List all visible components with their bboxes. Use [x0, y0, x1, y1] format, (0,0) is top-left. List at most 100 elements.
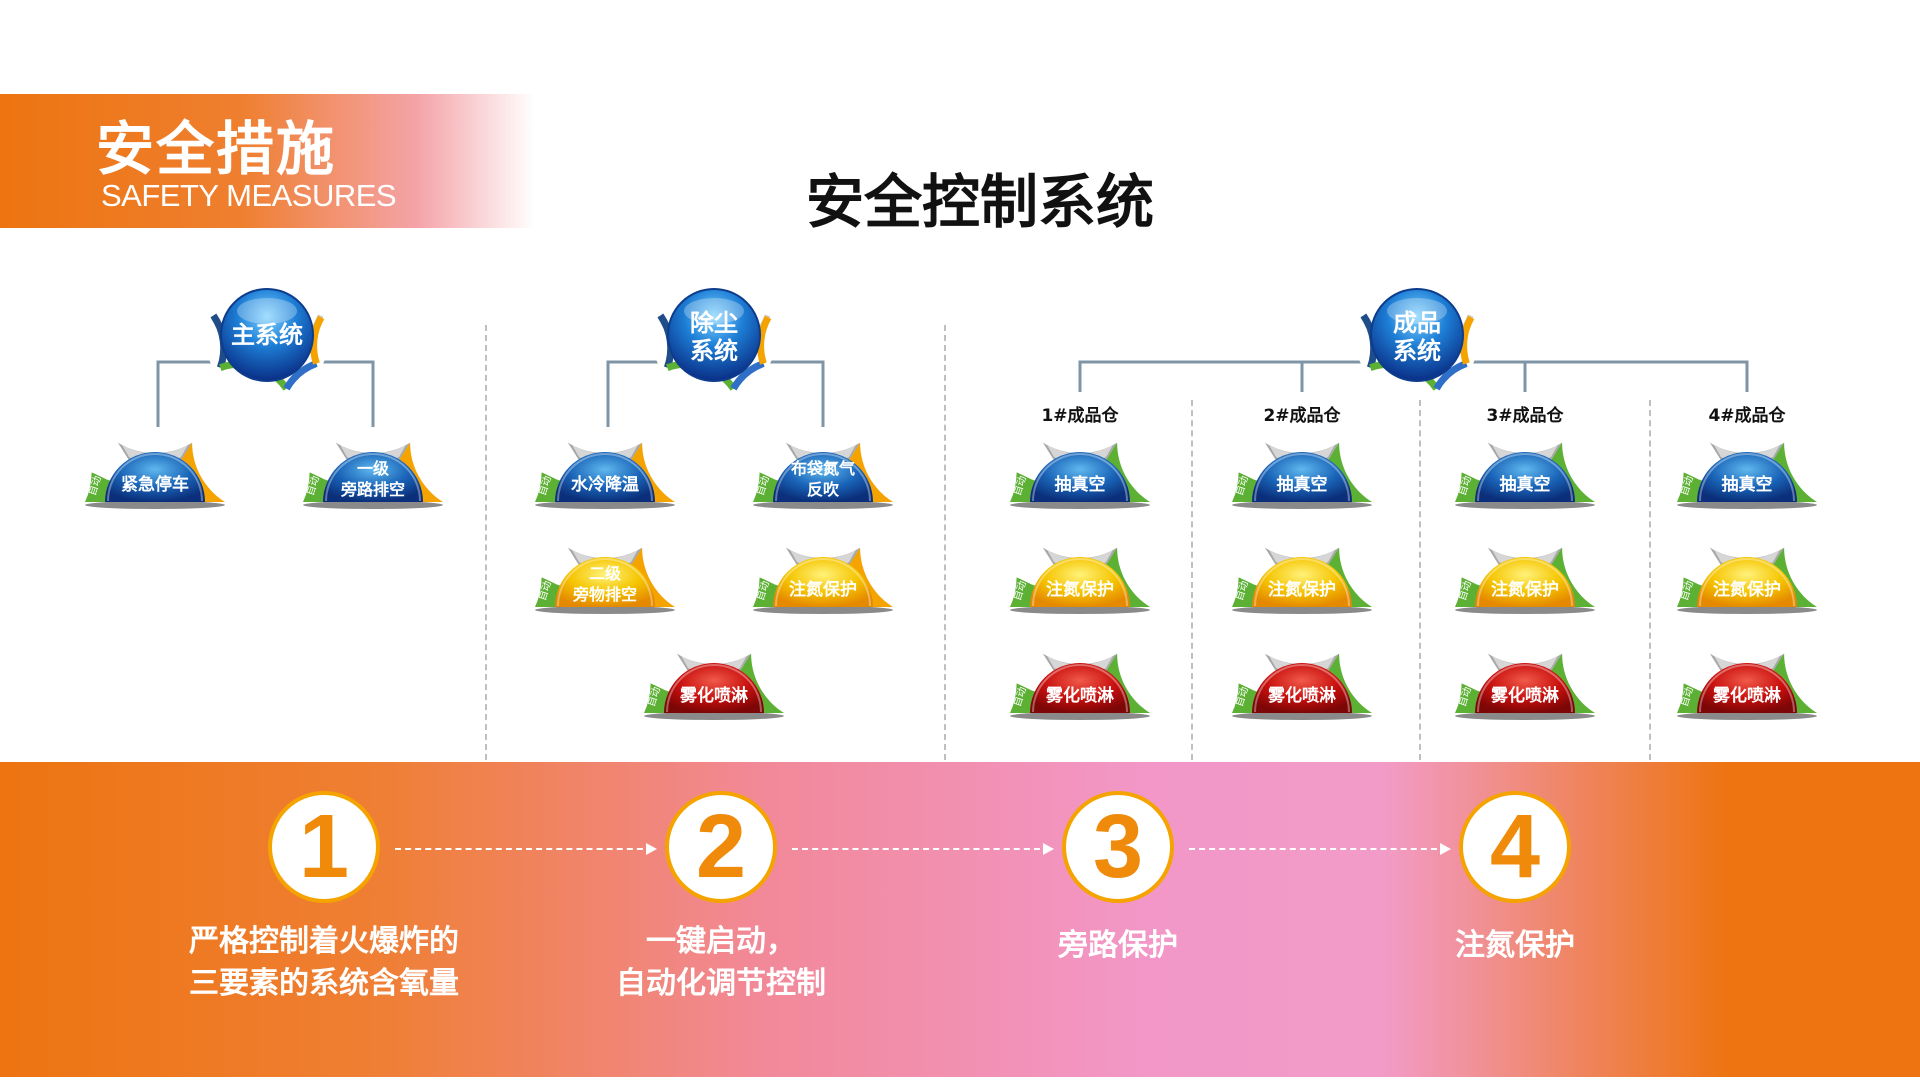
page-title: 安全控制系统: [805, 168, 1154, 236]
gauge-face: [1475, 452, 1575, 502]
gauge-stop-label: 停止: [1070, 435, 1090, 448]
gauge-face-highlight: [1254, 664, 1350, 713]
step-2-circle: 2: [665, 791, 777, 903]
gauge-face: [1252, 452, 1352, 502]
gauge-stop-label: 停止: [1737, 540, 1757, 553]
gauge-base-shadow: [1677, 712, 1817, 720]
gauge-face-highlight: [107, 453, 203, 502]
gauge-node: 停止自动正常抽真空: [1010, 435, 1150, 509]
gauge-left-segment: [303, 472, 330, 502]
step-3-text: 旁路保护: [928, 925, 1308, 967]
gauge-face: [555, 557, 655, 607]
column-separator: [944, 325, 946, 760]
gauge-face: [1475, 557, 1575, 607]
step-4-text: 注氮保护: [1325, 925, 1705, 967]
step-1-line-2: 三要素的系统含氧量: [189, 966, 459, 1001]
gauge-label: 注氮保护: [1713, 579, 1781, 600]
step-1-text: 严格控制着火爆炸的 三要素的系统含氧量: [134, 921, 514, 1005]
gauge-label: 注氮保护: [1491, 579, 1559, 600]
gauge-base-shadow: [644, 712, 784, 720]
gauge-label: 注氮保护: [789, 579, 857, 600]
gauge-label: 雾化喷淋: [679, 685, 748, 706]
gauge-face: [1697, 663, 1797, 713]
gauge-stop-label: 停止: [1515, 435, 1535, 448]
gauge-base-shadow: [1232, 606, 1372, 614]
gauge-label: 雾化喷淋: [1490, 685, 1559, 706]
gauge-left-segment: [1677, 472, 1704, 502]
gauge-left-segment: [1455, 683, 1482, 713]
ring-blue-arc: [283, 360, 318, 391]
gauge-base-shadow: [1010, 606, 1150, 614]
gauge-face-highlight: [1032, 453, 1128, 502]
gauge-face: [323, 452, 423, 502]
gauge-face-highlight: [557, 558, 653, 607]
gauge-node: 停止自动正常抽真空: [1677, 435, 1817, 509]
gauge-face-highlight: [325, 453, 421, 502]
gauge-node: 停止自动正常雾化喷淋: [1010, 646, 1150, 720]
step-2-line-1: 一键启动，: [646, 924, 796, 959]
gauge-face-highlight: [1477, 558, 1573, 607]
system-label: 系统: [1393, 337, 1441, 365]
gauge-face: [1252, 663, 1352, 713]
gauge-face-highlight: [1699, 453, 1795, 502]
gauge-face: [555, 452, 655, 502]
gauge-face: [1475, 663, 1575, 713]
gauge-base-shadow: [535, 501, 675, 509]
gauge-base-shadow: [535, 606, 675, 614]
gauge-face: [1030, 557, 1130, 607]
gauge-face: [1697, 452, 1797, 502]
bottom-divider: [0, 1077, 1920, 1080]
gauge-label: 布袋氮气: [791, 459, 855, 478]
gauge-face-highlight: [1699, 664, 1795, 713]
ring-gold-arc: [310, 315, 325, 365]
gauge-label: 注氮保护: [1268, 579, 1336, 600]
gauge-label: 雾化喷淋: [1267, 685, 1336, 706]
gauge-label: 抽真空: [1722, 474, 1773, 495]
gauge-face: [773, 557, 873, 607]
gauge-node: 停止自动正常抽真空: [1232, 435, 1372, 509]
gauge-face-highlight: [557, 453, 653, 502]
gauge-stop-label: 停止: [1292, 540, 1312, 553]
gauge-left-segment: [1010, 683, 1037, 713]
gauge-left-segment: [535, 577, 562, 607]
sphere-highlight: [684, 298, 744, 324]
gauge-label: 抽真空: [1055, 474, 1106, 495]
main-system-node: 主系统: [204, 272, 330, 398]
column-separator: [1419, 400, 1421, 760]
gauge-left-segment: [1677, 577, 1704, 607]
gauge-face-highlight: [1032, 558, 1128, 607]
step-1-line-1: 严格控制着火爆炸的: [189, 924, 459, 959]
gauge-left-segment: [535, 472, 562, 502]
gauge-label: 紧急停车: [121, 474, 189, 495]
system-sphere: [667, 288, 761, 382]
gauge-left-segment: [1232, 472, 1259, 502]
gauge-base-shadow: [1232, 712, 1372, 720]
gauge-node: 停止自动正常注氮保护: [1010, 540, 1150, 614]
ring-gold-arc: [757, 315, 772, 365]
gauge-stop-label: 停止: [1737, 435, 1757, 448]
gauge-face-highlight: [1477, 453, 1573, 502]
gauge-face: [664, 663, 764, 713]
gauge-node: 停止自动故障注氮保护: [753, 540, 893, 614]
system-sphere: [220, 288, 314, 382]
gauge-face: [773, 452, 873, 502]
gauge-base-shadow: [753, 501, 893, 509]
column-separator: [1649, 400, 1651, 760]
gauge-node: 停止自动正常雾化喷淋: [1677, 646, 1817, 720]
gauge-base-shadow: [1677, 606, 1817, 614]
gauge-left-segment: [753, 577, 780, 607]
gauge-label: 抽真空: [1277, 474, 1328, 495]
gauge-stop-label: 停止: [363, 435, 383, 448]
section-subtitle: SAFETY MEASURES: [101, 178, 397, 213]
gauge-label: 雾化喷淋: [1045, 685, 1114, 706]
step-3-circle: 3: [1062, 791, 1174, 903]
gauge-label: 雾化喷淋: [1712, 685, 1781, 706]
column-separator: [1191, 400, 1193, 760]
gauge-stop-label: 停止: [1070, 540, 1090, 553]
gauge-face: [1030, 663, 1130, 713]
gauge-label: 水冷降温: [571, 474, 639, 495]
step-2-line-2: 自动化调节控制: [616, 966, 826, 1001]
ring-blue-arc: [1433, 360, 1468, 391]
gauge-face-highlight: [775, 453, 871, 502]
gauge-base-shadow: [753, 606, 893, 614]
